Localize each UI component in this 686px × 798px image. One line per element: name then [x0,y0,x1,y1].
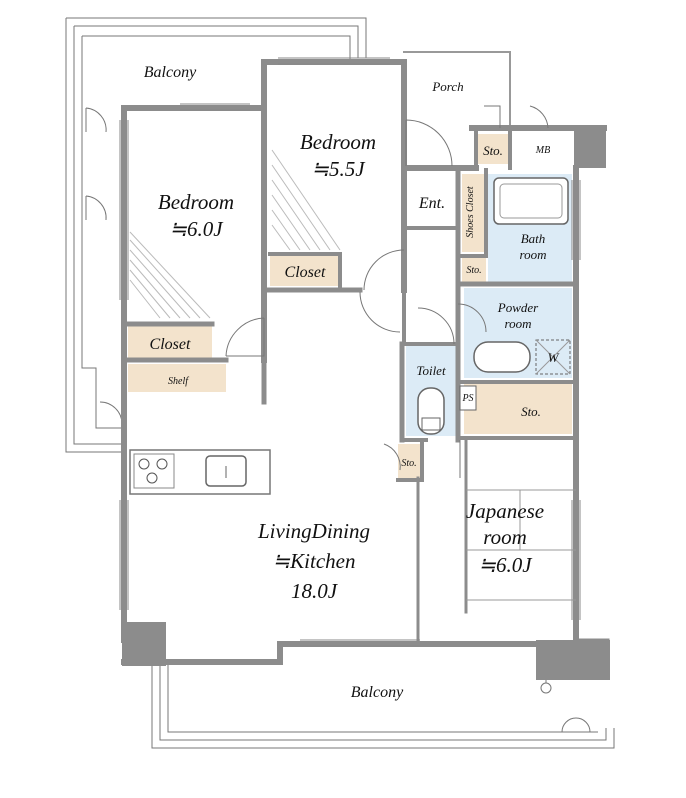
shelf-fill [128,364,226,392]
storage-top-fill [477,134,509,164]
mb-label: MB [535,145,550,156]
closet-hatch [129,149,341,319]
shoes-closet-fill [462,174,484,252]
kitchen-counter [129,449,271,495]
storage-bath-fill [462,256,486,282]
doors [225,105,549,478]
japanese-label-1: Japanese [466,499,544,523]
toilet-label: Toilet [416,363,446,378]
columns [122,128,610,680]
bath-label-1: Bath [521,231,546,246]
storage-small-fill [398,444,420,478]
shelf-label: Shelf [168,376,189,387]
porch-label: Porch [431,79,463,94]
ps-label: PS [461,393,473,404]
ldk-label-1: LivingDining [257,519,370,543]
closet-right-fill [270,256,340,286]
bedroom-left-name: Bedroom [158,190,234,214]
balcony-top-label: Balcony [144,64,197,81]
walls [121,51,610,665]
powder-fixtures [473,339,571,375]
japanese-label-2: room [483,525,527,549]
labels: Balcony Porch Bedroom ≒6.0J Bedroom ≒5.5… [144,64,560,701]
toilet-fixture [417,387,445,435]
shoes-closet-label: Shoes Closet [465,186,476,238]
balcony-top-area [65,17,367,453]
balcony-bottom-label: Balcony [351,684,404,701]
bedroom-right-name: Bedroom [300,130,376,154]
tatami-mats [466,489,576,601]
bath-label-2: room [520,247,547,262]
powder-label-1: Powder [497,300,539,315]
storage-small-label: Sto. [401,458,416,469]
washer-label: W [548,350,560,365]
closet-left-label: Closet [150,336,191,353]
ps-box [459,385,477,411]
storage-mid-fill [464,384,572,434]
balcony-bottom-area [151,664,615,749]
bathtub [493,177,569,225]
ldk-label-3: 18.0J [291,579,339,603]
closet-left-fill [128,326,212,358]
japanese-label-3: ≒6.0J [478,553,533,577]
entrance-label: Ent. [418,195,445,212]
windows [119,57,581,647]
storage-mid-label: Sto. [521,404,541,419]
bedroom-left-size: ≒6.0J [169,217,224,241]
storage-bath-label: Sto. [466,265,481,276]
storage-top-label: Sto. [483,143,503,158]
ldk-label-2: ≒Kitchen [273,549,356,573]
powder-label-2: room [505,316,532,331]
closet-right-label: Closet [285,264,326,281]
bedroom-right-size: ≒5.5J [311,157,366,181]
